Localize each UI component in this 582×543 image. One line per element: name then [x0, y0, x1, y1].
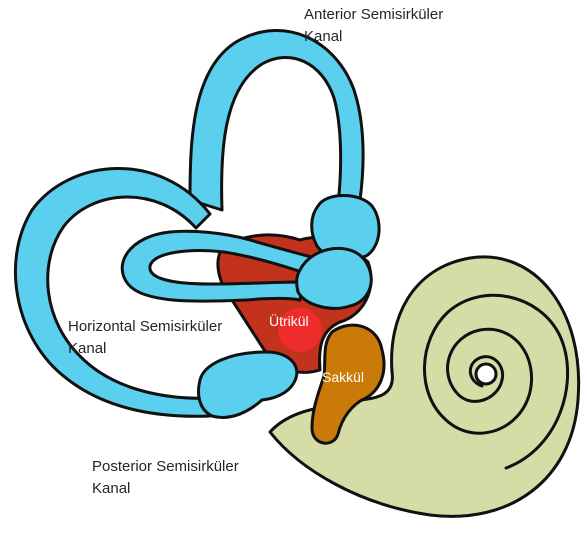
label-posterior-line2: Kanal: [92, 478, 239, 500]
label-posterior-line1: Posterior Semisirküler: [92, 456, 239, 478]
label-posterior-canal: Posterior Semisirküler Kanal: [92, 456, 239, 500]
cochlea-center: [476, 364, 496, 384]
label-utricle: Ütrikül: [269, 313, 309, 329]
label-horizontal-line1: Horizontal Semisirküler: [68, 316, 222, 338]
label-anterior-canal: Anterior Semisirküler Kanal: [304, 4, 443, 48]
label-horizontal-line2: Kanal: [68, 338, 222, 360]
anterior-canal: [190, 31, 363, 210]
label-anterior-line2: Kanal: [304, 26, 443, 48]
label-saccule: Sakkül: [322, 369, 364, 385]
label-anterior-line1: Anterior Semisirküler: [304, 4, 443, 26]
label-horizontal-canal: Horizontal Semisirküler Kanal: [68, 316, 222, 360]
posterior-ampulla: [199, 352, 297, 417]
